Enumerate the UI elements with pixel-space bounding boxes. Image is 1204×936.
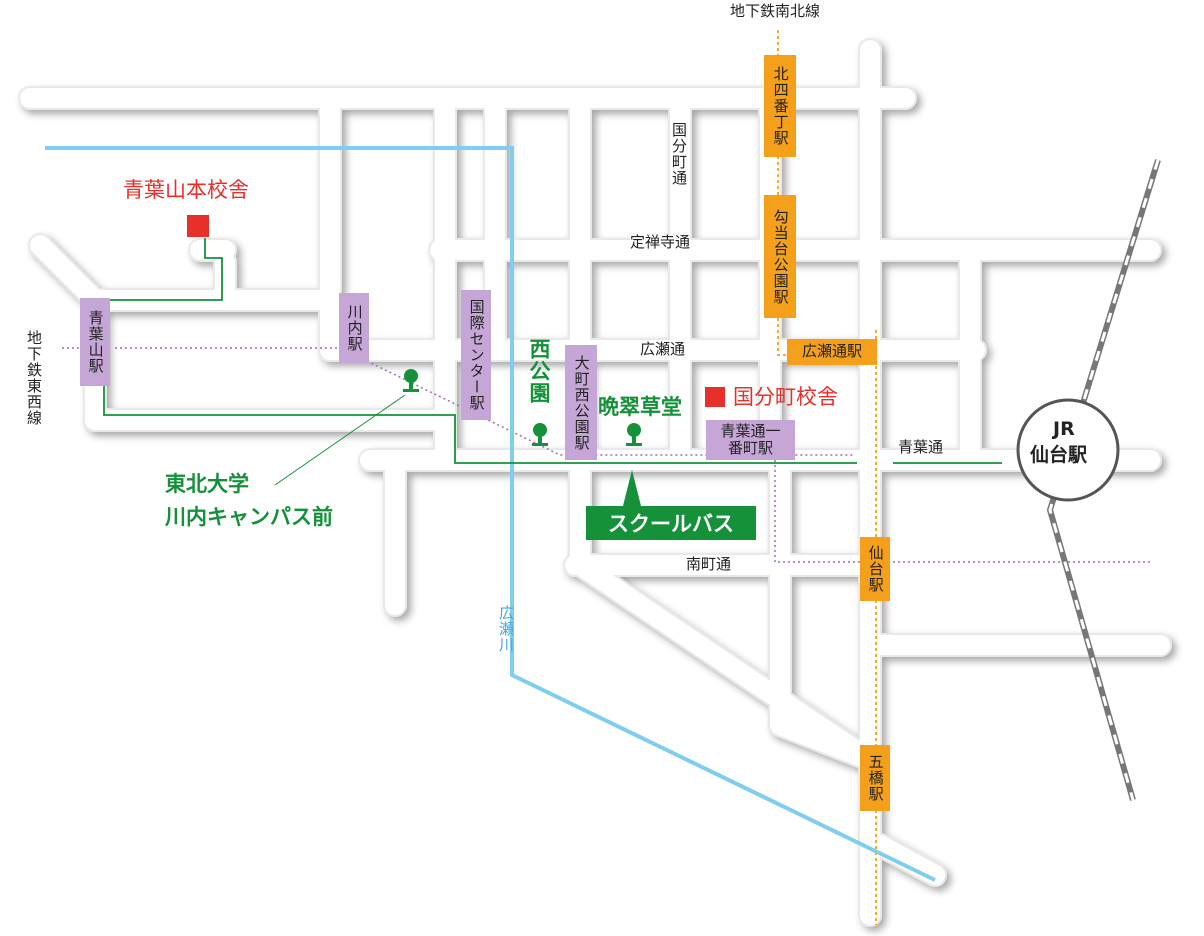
station-itsutsubashi[interactable]: 五橋駅 [860,745,890,811]
jr-railway [1046,159,1161,801]
hirose-dori-label: 広瀬通 [640,340,686,358]
subway-namboku-label: 地下鉄南北線 [730,2,821,20]
aoba-dori-label: 青葉通 [898,438,944,456]
bus-stop-pin [403,369,419,392]
tohoku-univ-label-line1: 東北大学 [165,472,249,496]
tohoku-univ-label-line2: 川内キャンパス前 [165,505,333,529]
station-kotodai-koen[interactable]: 勾当台公園駅 [764,195,796,318]
hirose-river [45,146,936,882]
aobayama-campus-label[interactable]: 青葉山本校舎 [123,178,249,202]
station-aobadori-ichibancho-label: 青葉通一番町駅 [720,421,781,457]
station-omachi-nishikoen[interactable]: 大町西公園駅 [565,345,597,460]
station-hirosedori[interactable]: 広瀬通駅 [787,339,877,365]
aobayama-campus-marker [187,215,209,237]
school-bus-label: スクールバス [608,512,734,536]
bansuisodo-label: 晩翠草堂 [598,395,682,419]
jr-sendai-station-label[interactable]: 仙台駅 [1030,444,1088,466]
hirose-river-label: 広瀬川 [497,605,515,653]
station-kawauchi[interactable]: 川内駅 [339,293,369,363]
kokubuncho-campus-label[interactable]: 国分町校舎 [733,385,838,409]
school-bus-box[interactable]: スクールバス [586,506,756,540]
jr-sendai-circle [1016,398,1120,502]
nishi-koen-label: 西公園 [527,338,551,404]
jr-label: JR [1053,418,1075,440]
station-kita-yonbancho[interactable]: 北四番丁駅 [764,55,796,157]
bus-stop-pin [532,423,548,446]
kokubuncho-dori-label: 国分町通 [670,122,688,186]
station-aobadori-ichibancho[interactable]: 青葉通一番町駅 [706,420,795,460]
station-sendai[interactable]: 仙台駅 [860,537,890,601]
station-kokusai-center[interactable]: 国際センター駅 [461,290,491,420]
station-aobayama[interactable]: 青葉山駅 [80,298,110,386]
kokubuncho-campus-marker [705,387,725,407]
tozai-line [62,347,1150,563]
subway-tozai-label: 地下鉄東西線 [25,330,43,426]
jozenji-dori-label: 定禅寺通 [630,233,691,251]
bus-stop-pin [626,423,642,446]
school-bus-pointer [622,470,642,510]
minamimachi-dori-label: 南町通 [686,555,732,573]
